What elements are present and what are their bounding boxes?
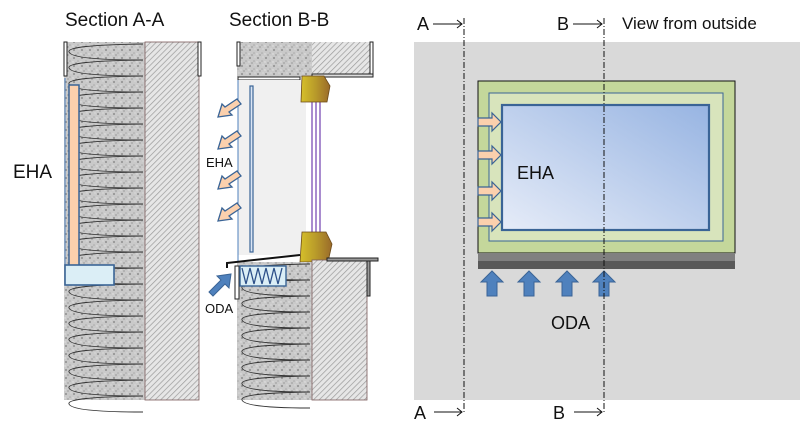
eha-arrow-icon (477, 211, 502, 233)
oda-arrow-icon (554, 270, 580, 297)
sill-drip (366, 260, 371, 297)
oda-arrow-icon (479, 270, 505, 297)
filter-box (64, 264, 115, 286)
concrete-wall-b (311, 259, 368, 401)
section-b-title: Section B-B (229, 10, 329, 31)
window-frame-bottom (299, 231, 333, 263)
view-eha-label: EHA (517, 163, 554, 183)
view-title: View from outside (622, 14, 757, 33)
lintel-cover (311, 73, 374, 78)
cut-a-top-label: A (417, 14, 429, 34)
eha-arrow-icon (217, 130, 242, 150)
cap-top-right (369, 41, 374, 75)
cut-a-bottom-arrow-icon (434, 407, 463, 417)
eha-arrows-view (477, 111, 502, 233)
eha-arrow-icon (217, 98, 242, 118)
section-b-oda-label: ODA (205, 301, 234, 316)
cap-top-left (236, 41, 241, 67)
sill-top (478, 253, 735, 261)
section-b: Section B-B ODA EHA (205, 10, 379, 409)
section-a-title: Section A-A (65, 10, 165, 31)
oda-arrow-icon (208, 273, 232, 297)
exhaust-duct-b (249, 85, 254, 253)
eha-arrow-icon (217, 170, 242, 190)
window-glass (500, 103, 711, 232)
outside-view: View from outside EHA ODA A B A B (414, 14, 800, 423)
eha-arrow-icon (477, 180, 502, 202)
concrete-top (312, 42, 372, 77)
filter-pleats (241, 267, 283, 285)
cut-b-bottom-label: B (553, 403, 565, 423)
intake-grille-plate (234, 265, 240, 300)
cut-a-bottom-label: A (414, 403, 426, 423)
section-b-eha-label: EHA (206, 155, 233, 170)
eha-arrows-b (217, 98, 242, 222)
window-frame-top (300, 75, 331, 103)
exhaust-duct (68, 84, 80, 268)
concrete-wall (144, 41, 200, 401)
view-oda-label: ODA (551, 313, 590, 333)
section-a: Section A-A EHA (13, 10, 202, 413)
cap-left (63, 41, 68, 77)
cut-b-top-arrow-icon (573, 19, 603, 29)
sill-bottom (478, 261, 735, 269)
section-a-eha-label: EHA (13, 162, 52, 183)
eha-arrow-icon (477, 111, 502, 133)
window-sill (326, 257, 379, 262)
cut-b-bottom-arrow-icon (574, 407, 603, 417)
eha-arrow-icon (477, 144, 502, 166)
cut-a-top-arrow-icon (433, 19, 463, 29)
insulation-top (237, 42, 312, 77)
rain-cover (226, 254, 301, 268)
oda-arrows-view (479, 270, 617, 297)
eha-arrow-icon (217, 202, 242, 222)
head-sheet (237, 76, 301, 81)
cut-b-top-label: B (557, 14, 569, 34)
cap-right (197, 41, 202, 77)
oda-arrow-icon (516, 270, 542, 297)
reveal-space (238, 80, 306, 255)
